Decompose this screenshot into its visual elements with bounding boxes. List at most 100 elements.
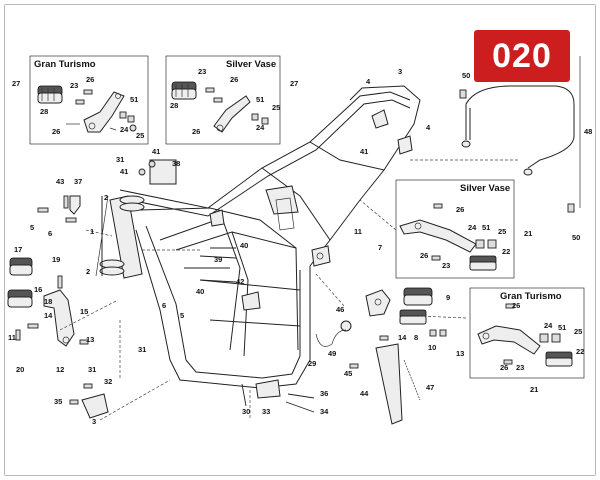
callout-25: 25 bbox=[498, 227, 506, 236]
callout-5: 5 bbox=[30, 223, 34, 232]
footrest-bracket bbox=[213, 95, 251, 133]
callout-24: 24 bbox=[544, 321, 553, 330]
callout-50: 50 bbox=[462, 71, 470, 80]
callout-3: 3 bbox=[92, 417, 96, 426]
callout-31: 31 bbox=[116, 155, 124, 164]
callout-23: 23 bbox=[442, 261, 450, 270]
callout-43: 43 bbox=[56, 177, 64, 186]
callout-41: 41 bbox=[152, 147, 160, 156]
callout-9: 9 bbox=[446, 293, 450, 302]
callout-51: 51 bbox=[256, 95, 264, 104]
callout-18: 18 bbox=[44, 297, 52, 306]
callout-26: 26 bbox=[52, 127, 60, 136]
callout-11: 11 bbox=[354, 227, 362, 236]
inset-box-gran-turismo-top-left: Gran Turismo bbox=[29, 55, 149, 145]
callout-25: 25 bbox=[136, 131, 144, 140]
callout-24: 24 bbox=[120, 125, 129, 134]
callout-2: 2 bbox=[86, 267, 90, 276]
inset-box-silver-vase-right: Silver Vase bbox=[395, 179, 515, 279]
motorcycle-frame bbox=[109, 85, 421, 389]
callout-19: 19 bbox=[52, 255, 60, 264]
bottom-bolts bbox=[241, 379, 315, 413]
callout-26: 26 bbox=[86, 75, 94, 84]
engine-mount-bolts bbox=[138, 159, 237, 283]
callout-29: 29 bbox=[308, 359, 316, 368]
left-footpeg-assembly bbox=[7, 257, 89, 347]
assembly-leader-lines bbox=[59, 56, 581, 421]
callout-49: 49 bbox=[328, 349, 336, 358]
callout-35: 35 bbox=[54, 397, 62, 406]
callout-4: 4 bbox=[426, 123, 431, 132]
callout-48: 48 bbox=[584, 127, 592, 136]
inset-box-gran-turismo-right: Gran Turismo bbox=[469, 287, 585, 379]
callout-26: 26 bbox=[512, 301, 520, 310]
callout-23: 23 bbox=[516, 363, 524, 372]
callout-3: 3 bbox=[398, 67, 402, 76]
grab-rail bbox=[459, 85, 575, 213]
box-title-gran-turismo: Gran Turismo bbox=[34, 59, 96, 70]
callout-17: 17 bbox=[14, 245, 22, 254]
callout-2: 2 bbox=[104, 193, 108, 202]
callout-33: 33 bbox=[262, 407, 270, 416]
callout-25: 25 bbox=[272, 103, 280, 112]
callout-24: 24 bbox=[256, 123, 265, 132]
callout-12: 12 bbox=[56, 365, 64, 374]
callout-15: 15 bbox=[80, 307, 88, 316]
callout-41: 41 bbox=[360, 147, 368, 156]
callout-40: 40 bbox=[240, 241, 248, 250]
callout-27: 27 bbox=[290, 79, 298, 88]
callout-51: 51 bbox=[130, 95, 138, 104]
box-title-silver-vase: Silver Vase bbox=[226, 59, 276, 70]
callout-39: 39 bbox=[214, 255, 222, 264]
callout-13: 13 bbox=[86, 335, 94, 344]
callout-26: 26 bbox=[192, 127, 200, 136]
callout-25: 25 bbox=[574, 327, 582, 336]
callout-6: 6 bbox=[162, 301, 166, 310]
callout-46: 46 bbox=[336, 305, 344, 314]
footpeg-part bbox=[37, 85, 63, 104]
callout-34: 34 bbox=[320, 407, 329, 416]
callout-41: 41 bbox=[120, 167, 128, 176]
box-title-gran-turismo-right: Gran Turismo bbox=[500, 291, 562, 302]
footpeg-part bbox=[171, 81, 197, 100]
page-number-badge: 020 bbox=[474, 30, 570, 82]
callout-14: 14 bbox=[44, 311, 53, 320]
callout-51: 51 bbox=[558, 323, 566, 332]
callout-16: 16 bbox=[34, 285, 42, 294]
callout-23: 23 bbox=[198, 67, 206, 76]
callout-13: 13 bbox=[456, 349, 464, 358]
callout-36: 36 bbox=[320, 389, 328, 398]
lower-bracket bbox=[69, 383, 109, 419]
callout-27: 27 bbox=[12, 79, 20, 88]
callout-26: 26 bbox=[500, 363, 508, 372]
callout-22: 22 bbox=[502, 247, 510, 256]
callout-37: 37 bbox=[74, 177, 82, 186]
callout-31: 31 bbox=[138, 345, 146, 354]
callout-21: 21 bbox=[530, 385, 538, 394]
callout-40: 40 bbox=[196, 287, 204, 296]
callout-44: 44 bbox=[360, 389, 369, 398]
callout-11: 11 bbox=[8, 333, 16, 342]
callout-6: 6 bbox=[48, 229, 52, 238]
box-title-silver-vase-right: Silver Vase bbox=[460, 183, 510, 194]
callout-30: 30 bbox=[242, 407, 250, 416]
callout-47: 47 bbox=[426, 383, 434, 392]
callout-26: 26 bbox=[456, 205, 464, 214]
steering-bearings bbox=[99, 195, 145, 276]
callout-51: 51 bbox=[482, 223, 490, 232]
callout-21: 21 bbox=[524, 229, 532, 238]
callout-45: 45 bbox=[344, 369, 352, 378]
callout-4: 4 bbox=[366, 77, 371, 86]
sidestand-parts bbox=[315, 287, 447, 425]
callout-50: 50 bbox=[572, 233, 580, 242]
footrest-bracket bbox=[83, 91, 125, 133]
callout-14: 14 bbox=[398, 333, 407, 342]
callout-24: 24 bbox=[468, 223, 477, 232]
callout-26: 26 bbox=[420, 251, 428, 260]
callout-20: 20 bbox=[16, 365, 24, 374]
callout-1: 1 bbox=[90, 227, 94, 236]
callout-23: 23 bbox=[70, 81, 78, 90]
callout-31: 31 bbox=[88, 365, 96, 374]
callout-7: 7 bbox=[378, 243, 382, 252]
